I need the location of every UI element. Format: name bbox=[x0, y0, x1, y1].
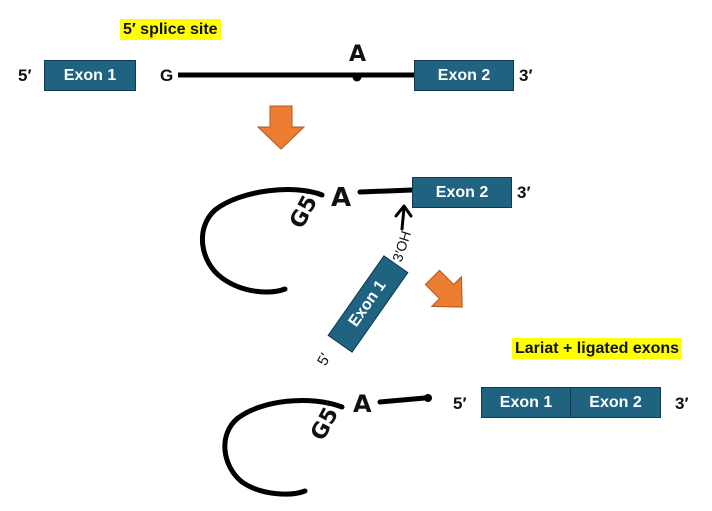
three-prime-label-3: 3′ bbox=[675, 394, 689, 413]
exon-1-box-1: Exon 1 bbox=[44, 60, 136, 91]
lariat-title-highlight: Lariat + ligated exons bbox=[512, 338, 683, 360]
branch-a-label-1: A bbox=[349, 42, 367, 67]
three-prime-label-2: 3′ bbox=[517, 183, 531, 202]
branch-a-label-3: A bbox=[353, 390, 372, 418]
lariat-loop-2 bbox=[222, 397, 345, 497]
attack-arrow-shaft bbox=[400, 206, 406, 231]
exon-2-box-1: Exon 2 bbox=[414, 60, 514, 91]
branch-point-dot bbox=[352, 72, 362, 82]
five-prime-label-1: 5′ bbox=[18, 66, 32, 85]
attack-arrow-head bbox=[394, 204, 413, 218]
exon-2-box-3: Exon 2 bbox=[570, 387, 661, 418]
branch-to-exon2-line bbox=[357, 187, 415, 195]
lariat-loop-1 bbox=[199, 187, 325, 295]
splice-site-highlight: 5′ splice site bbox=[120, 19, 221, 41]
lariat-tail-dot bbox=[424, 394, 432, 402]
down-arrow-1 bbox=[256, 105, 306, 150]
five-prime-label-3: 5′ bbox=[453, 394, 467, 413]
g-label: G bbox=[160, 66, 174, 85]
three-prime-label-1: 3′ bbox=[519, 66, 533, 85]
exon-1-box-3: Exon 1 bbox=[481, 387, 571, 418]
exon-2-box-2: Exon 2 bbox=[412, 177, 512, 208]
branch-a-label-2: A bbox=[331, 183, 352, 213]
lariat-tail-line bbox=[377, 395, 428, 405]
down-arrow-2 bbox=[424, 269, 463, 308]
